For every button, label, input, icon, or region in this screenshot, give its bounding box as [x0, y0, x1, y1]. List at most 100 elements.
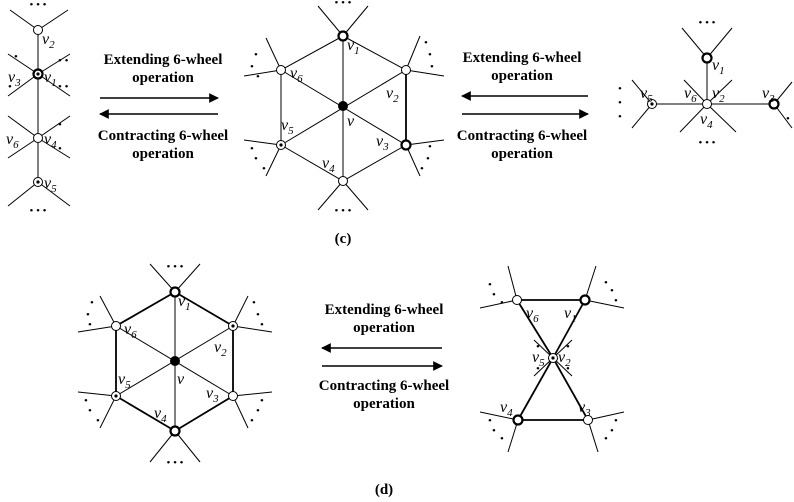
ellipsis-lower-left: •	[488, 415, 492, 427]
ellipsis-lower-right: •	[256, 405, 260, 417]
ellipsis-right: •	[58, 119, 62, 131]
ellipsis-lower-right: •	[610, 425, 614, 437]
extend-operation-line1: Extending 6-wheel	[104, 52, 223, 68]
caption-d: (d)	[375, 482, 393, 498]
ellipsis-bottom: • • •	[334, 205, 351, 217]
ellipsis-left: •	[618, 97, 622, 109]
label-v5: v5	[281, 117, 294, 137]
ellipsis-upper-left: •	[500, 297, 504, 309]
extend-operation-line2: operation	[353, 320, 415, 336]
vertex-v6	[276, 65, 286, 75]
vertex-v-center	[170, 356, 180, 366]
vertex-v4	[338, 176, 348, 186]
ellipsis-upper-left: •	[250, 61, 254, 73]
ellipsis-lower-left: •	[492, 425, 496, 437]
label-v6: v6	[6, 131, 19, 151]
label-v3: v3	[8, 69, 21, 89]
label-v2: v2	[386, 85, 399, 105]
ellipsis-right: •	[786, 113, 790, 125]
ellipsis-upper-right: •	[430, 61, 434, 73]
vertex-v4	[169, 425, 181, 437]
ellipsis-lower-right: •	[614, 415, 618, 427]
label-v5: v5	[44, 175, 57, 195]
ellipsis-lower-left: •	[262, 163, 266, 175]
vertex-v6-v2-v4	[702, 99, 712, 109]
label-v5: v5	[118, 371, 131, 391]
label-v5: v5	[640, 85, 653, 105]
contract-operation-line1: Contracting 6-wheel	[319, 378, 449, 394]
ellipsis-left: •	[14, 51, 18, 63]
panel-d-wheel-graph: • • • • • • • • • • • • • • • • • • v1 v…	[77, 261, 273, 469]
ellipsis-left: •	[618, 83, 622, 95]
extend-operation-line2: operation	[132, 70, 194, 86]
contract-operation-line1: Contracting 6-wheel	[98, 128, 228, 144]
label-v5: v5	[532, 349, 545, 369]
label-v6: v6	[526, 305, 539, 325]
ellipsis-lower-right: •	[426, 153, 430, 165]
label-v3: v3	[206, 385, 219, 405]
ellipsis-upper-left: •	[86, 309, 90, 321]
ellipsis-right: •	[58, 143, 62, 155]
ellipsis-lower-right: •	[420, 163, 424, 175]
label-v6: v6	[684, 85, 697, 105]
panel-c-wheel-graph: • • • • • • • • • • • • • • • • • • v1 v…	[243, 0, 445, 217]
vertex-v6	[512, 295, 522, 305]
panel-d-bowtie-graph: • • • • • • • • • • • • • • • • v6 v1 v5…	[479, 265, 625, 453]
ellipsis-upper-left: •	[488, 279, 492, 291]
ellipsis-bottom: • • •	[698, 137, 715, 149]
label-v3: v3	[376, 133, 389, 153]
label-v2: v2	[712, 85, 725, 105]
contract-operation-line2: operation	[132, 146, 194, 162]
ellipsis-bottom: • • •	[166, 457, 183, 469]
vertex-v2	[33, 25, 43, 35]
ellipsis-upper-left: •	[256, 71, 260, 83]
vertex-v-center	[338, 101, 348, 111]
vertex-v6	[111, 321, 121, 331]
ellipsis-upper-right: •	[260, 319, 264, 331]
label-v3: v3	[578, 399, 591, 419]
ellipsis-upper-right: •	[424, 37, 428, 49]
ellipsis-upper-left: •	[88, 319, 92, 331]
extend-operation-line1: Extending 6-wheel	[325, 302, 444, 318]
ellipsis-upper-right: •	[256, 309, 260, 321]
panel-c-left-operations: Extending 6-wheel operation Contracting …	[98, 52, 228, 162]
vertex-v3	[228, 391, 238, 401]
ellipsis-right: • •	[58, 55, 69, 67]
ellipsis-right: • •	[58, 81, 69, 93]
ellipsis-lower-right: •	[428, 141, 432, 153]
vertex-v1	[579, 294, 591, 306]
vertex-v2	[401, 65, 411, 75]
ellipsis-lower-left: •	[254, 153, 258, 165]
label-v: v	[347, 113, 355, 130]
ellipsis-left: •	[618, 111, 622, 123]
vertex-v4	[512, 414, 524, 426]
panel-c-left-graph: • • • • • • • • • • • • • • v2 v3 v1 v6 …	[6, 0, 71, 217]
vertex-v6-v4	[33, 133, 43, 143]
label-v4: v4	[154, 405, 167, 425]
ellipsis-lower-left: •	[250, 143, 254, 155]
ellipsis-center-left: •	[536, 341, 540, 353]
label-v2: v2	[214, 339, 227, 359]
ellipsis-top: • • •	[334, 0, 351, 9]
vertex-v1	[701, 52, 713, 64]
ellipsis-lower-left: •	[500, 433, 504, 445]
vertex-v3	[768, 98, 780, 110]
label-v6: v6	[124, 321, 137, 341]
contract-operation-line2: operation	[491, 146, 553, 162]
ellipsis-upper-right: •	[252, 297, 256, 309]
ellipsis-center-right: •	[566, 341, 570, 353]
ellipsis-upper-right: •	[614, 295, 618, 307]
ellipsis-lower-left: •	[84, 395, 88, 407]
label-v1: v1	[44, 69, 57, 89]
label-v4: v4	[322, 155, 335, 175]
ellipsis-lower-right: •	[260, 395, 264, 407]
ellipsis-lower-left: •	[96, 415, 100, 427]
label-v1: v1	[712, 57, 725, 77]
vertex-v1	[169, 286, 181, 298]
ellipsis-lower-right: •	[604, 433, 608, 445]
label-v1: v1	[178, 293, 191, 313]
label-v4: v4	[700, 111, 713, 131]
extend-operation-line1: Extending 6-wheel	[463, 50, 582, 66]
vertex-v3	[583, 415, 593, 425]
